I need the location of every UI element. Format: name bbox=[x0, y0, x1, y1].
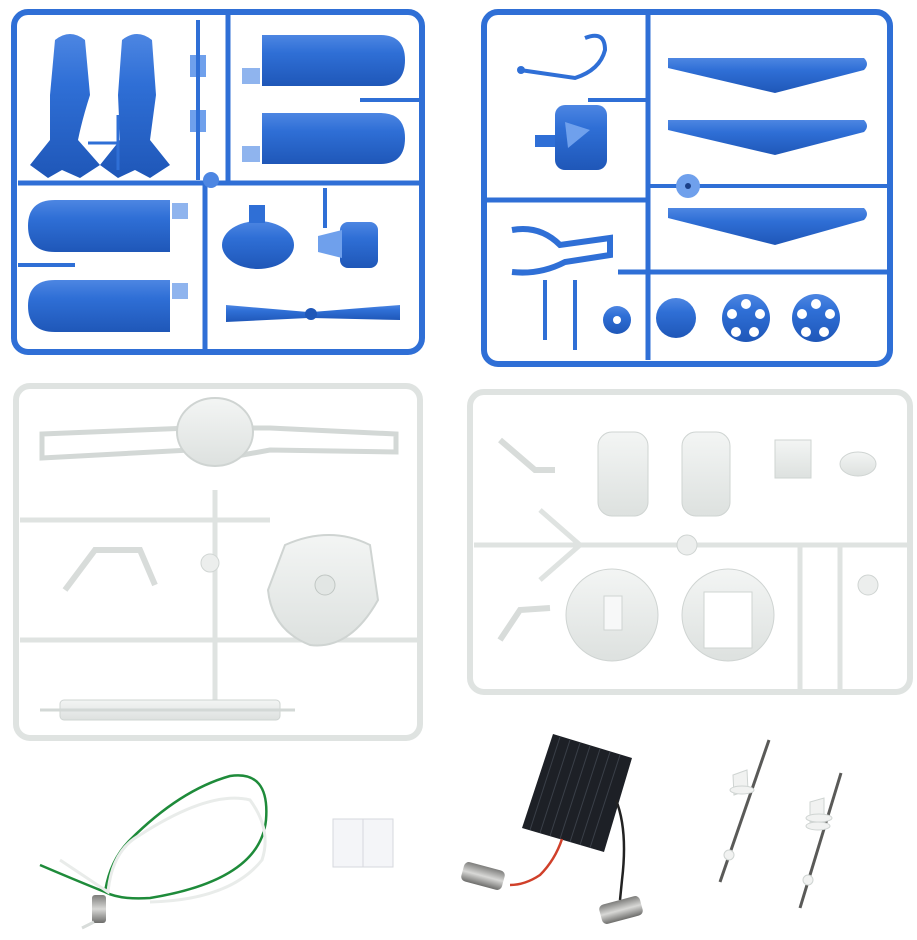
white-sprue-b bbox=[467, 389, 913, 695]
axles bbox=[718, 739, 843, 909]
motor-wires bbox=[39, 774, 268, 930]
white-sprue-a bbox=[13, 383, 423, 741]
solar-panel bbox=[461, 734, 643, 924]
blue-sprue-a bbox=[11, 9, 425, 355]
blue-sprue-b bbox=[481, 9, 893, 367]
adhesive-pads bbox=[332, 818, 394, 868]
